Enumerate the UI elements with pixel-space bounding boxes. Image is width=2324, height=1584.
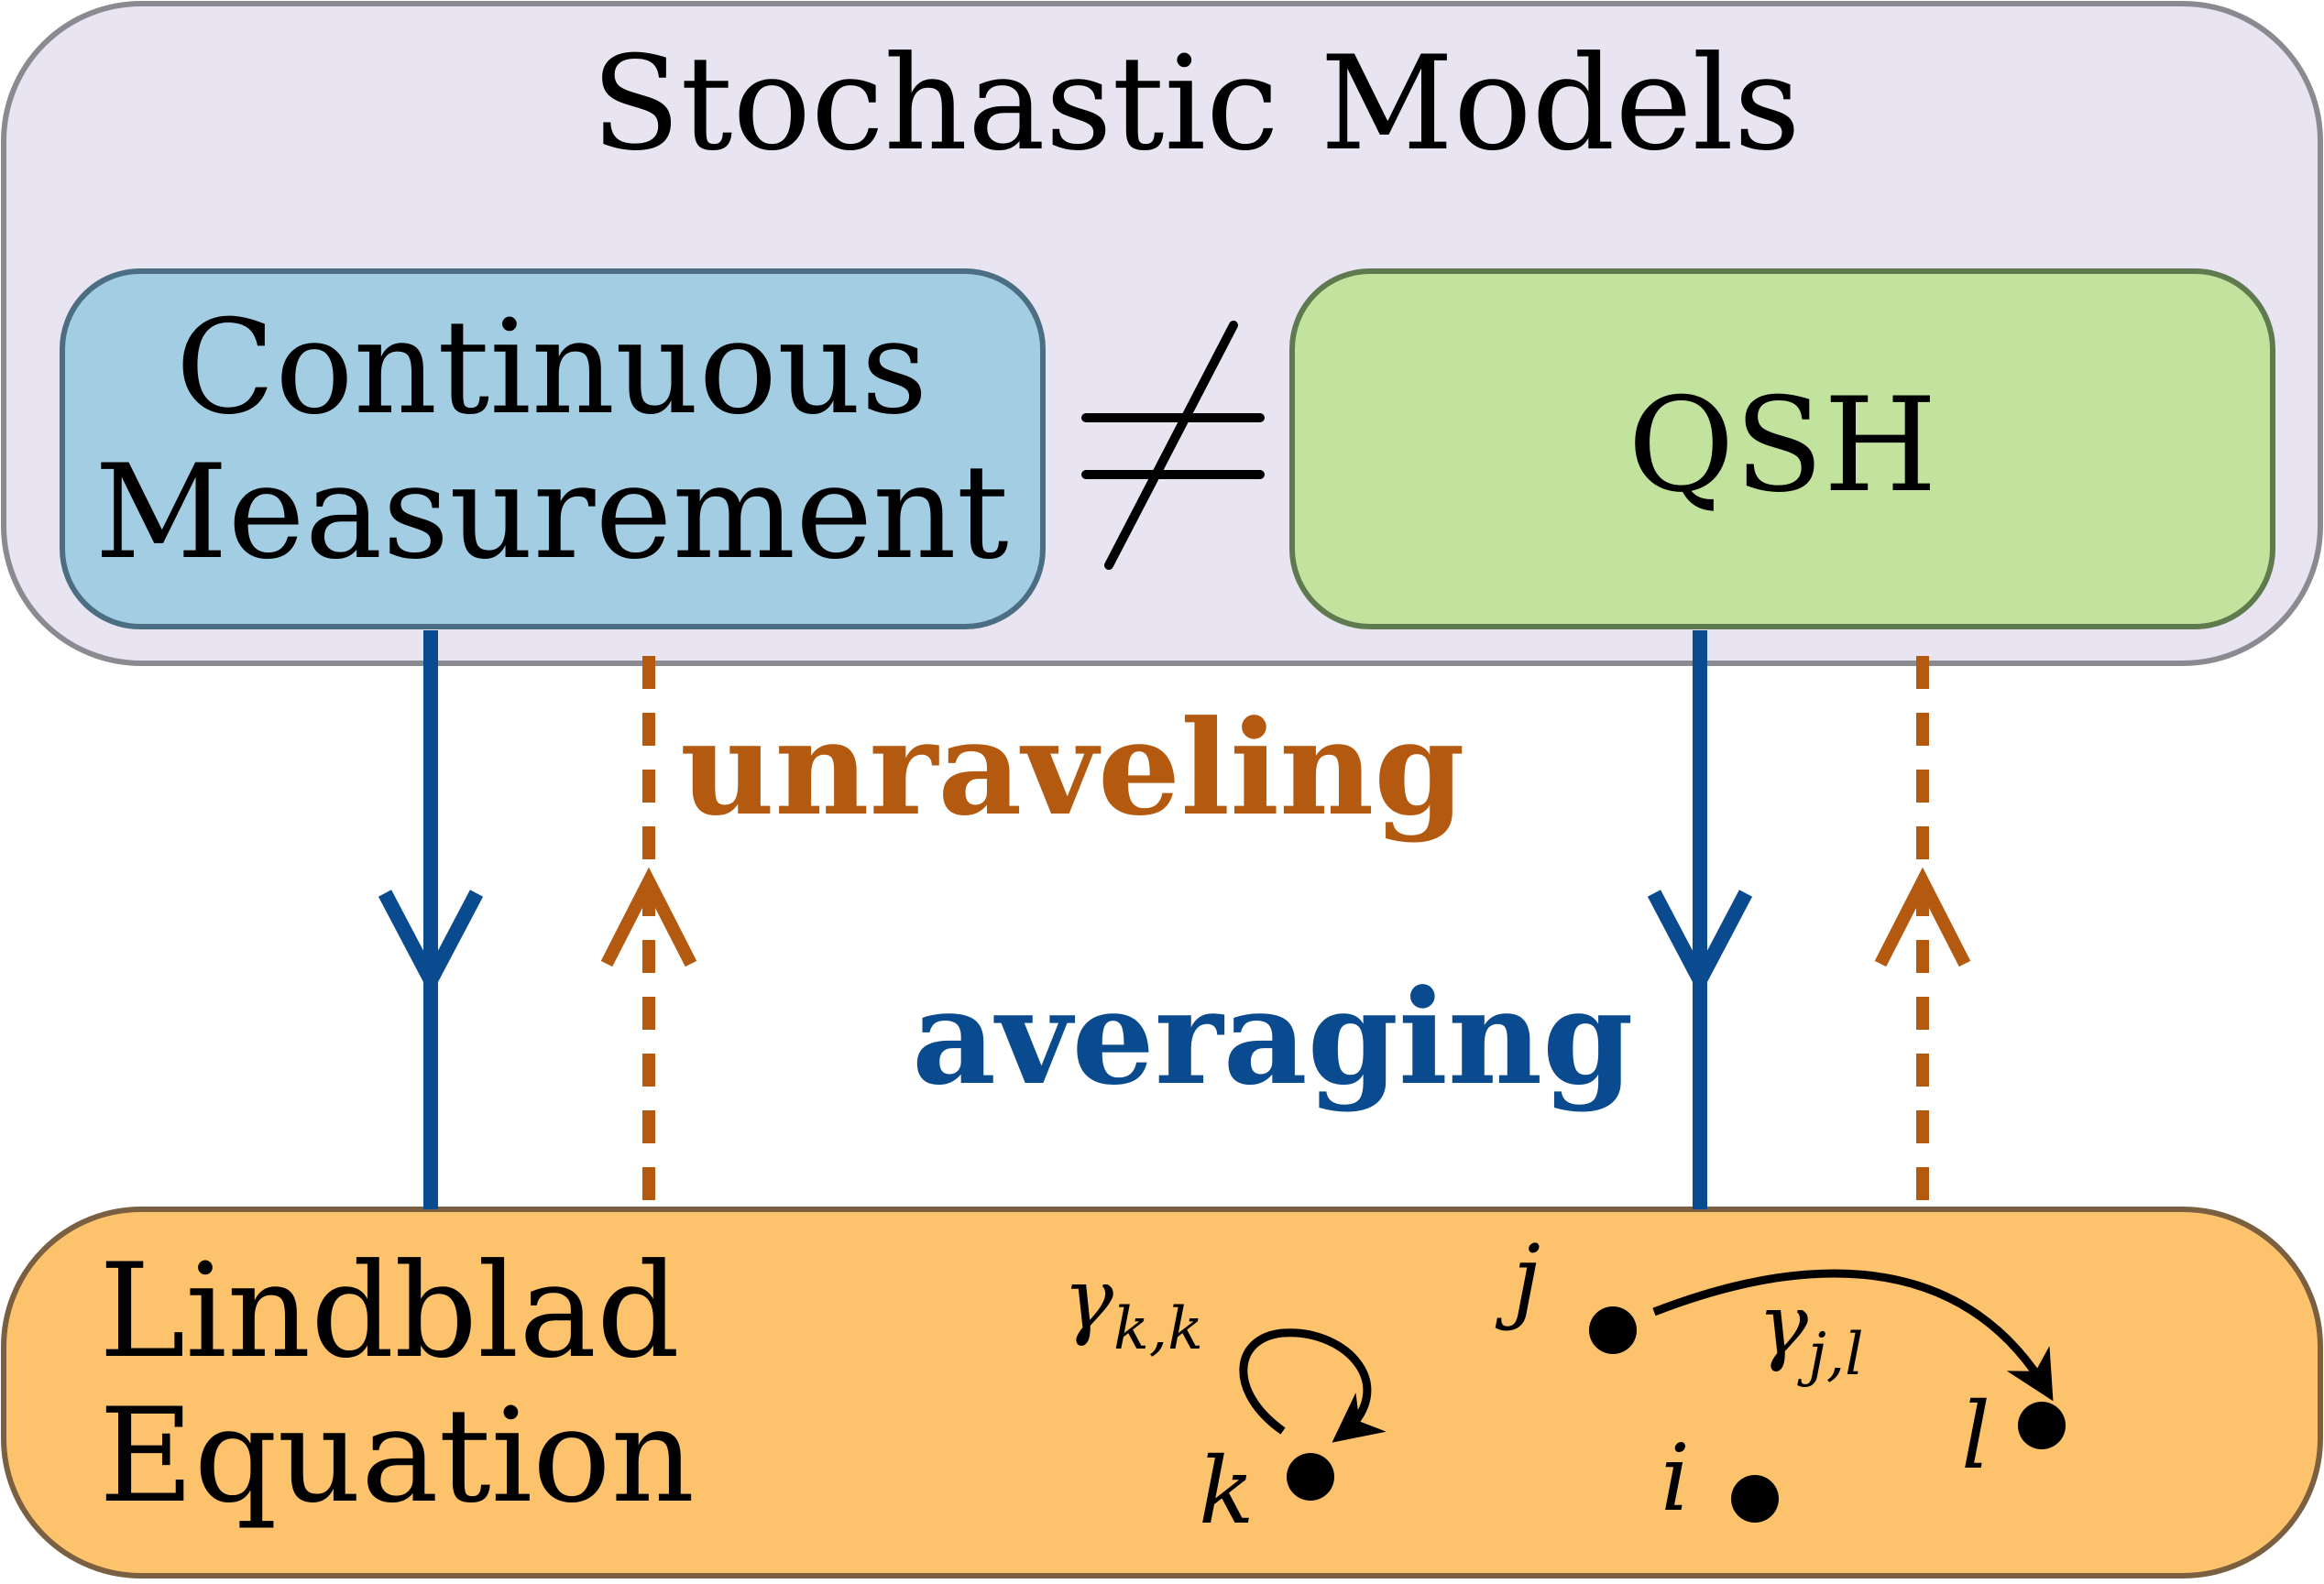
lindblad-line2: Equation (99, 1381, 695, 1532)
node-k (1287, 1453, 1334, 1501)
not-equal-symbol (1081, 321, 1265, 570)
stochastic-models-title: Stochastic Models (591, 28, 1801, 180)
averaging-arrow-left (378, 630, 484, 1209)
averaging-arrow-right (1647, 630, 1753, 1209)
qsh-box (1289, 268, 2275, 629)
node-l-label: l (1961, 1382, 1990, 1490)
node-i-label: i (1661, 1425, 1690, 1532)
continuous-measurement-line2: Measurement (94, 437, 1009, 588)
jump-rate-label: γj,l (1758, 1276, 1864, 1389)
node-l (2018, 1402, 2066, 1449)
continuous-measurement-line1: Continuous (176, 292, 928, 443)
averaging-label: averaging (912, 962, 1633, 1114)
unraveling-label: unraveling (680, 693, 1465, 845)
node-i (1731, 1475, 1779, 1523)
node-k-label: k (1199, 1437, 1255, 1545)
jump-edge-j-to-l (1652, 1269, 2054, 1402)
continuous-measurement-box (60, 268, 1046, 629)
self-loop-rate-label: γk,k (1063, 1251, 1203, 1363)
lindblad-line1: Lindblad (99, 1236, 680, 1387)
qsh-label: QSH (1628, 370, 1937, 521)
node-j (1589, 1306, 1637, 1354)
unraveling-arrow-left (600, 632, 697, 1200)
self-loop-edge (1239, 1328, 1387, 1443)
unraveling-arrow-right (1874, 632, 1971, 1200)
